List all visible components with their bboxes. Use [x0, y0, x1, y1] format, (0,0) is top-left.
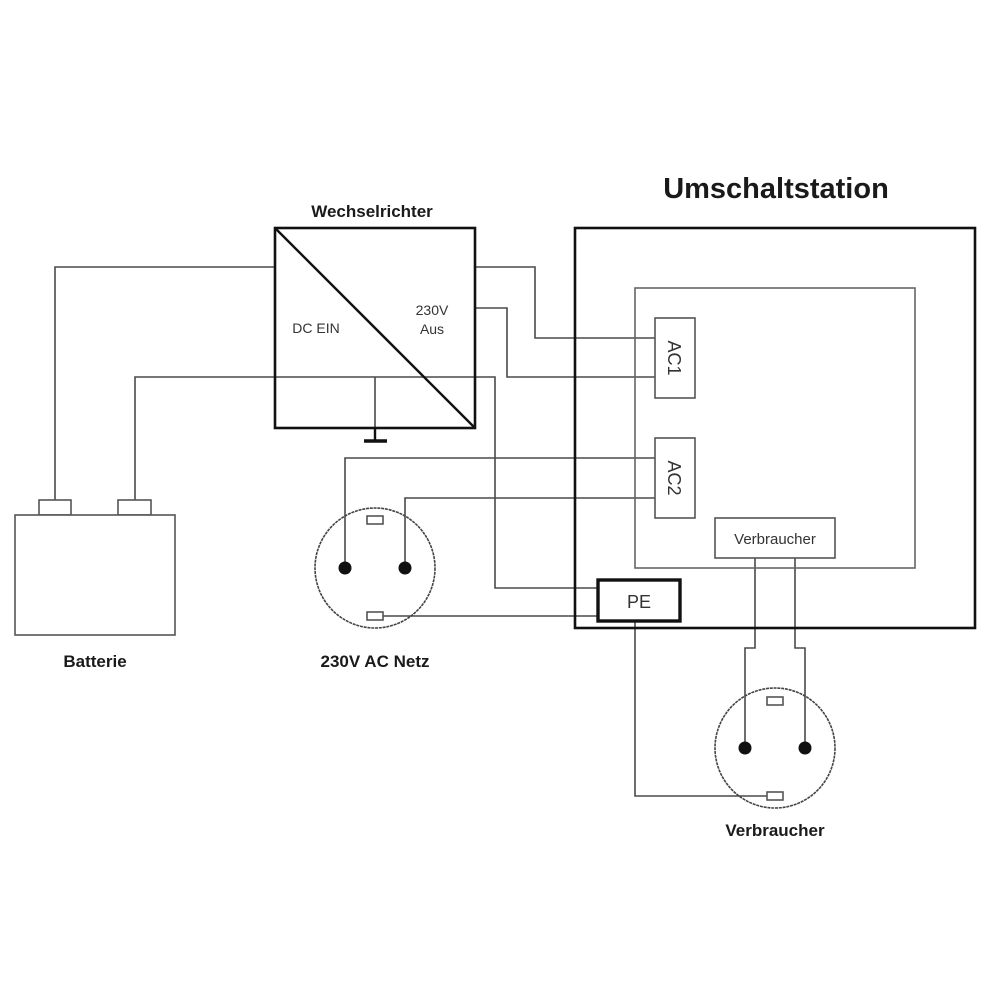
load-socket-pin-1	[738, 741, 752, 755]
load-socket-outline	[714, 687, 836, 809]
load-socket: Verbraucher	[714, 687, 836, 840]
wire-inverter-to-ac1-b	[475, 307, 655, 378]
battery: Batterie	[14, 499, 176, 671]
mains-socket-pin-2	[398, 561, 412, 575]
battery-terminal-negative	[117, 499, 152, 516]
inverter-output-label-2: Aus	[420, 321, 444, 337]
switch-station: AC1 AC2 Verbraucher PE	[573, 226, 977, 630]
inverter-label: Wechselrichter	[311, 202, 433, 221]
wire-battery-to-pe	[134, 376, 598, 589]
inverter-output-label-1: 230V	[416, 302, 449, 318]
battery-terminal-positive	[38, 499, 72, 516]
ac1-terminal	[654, 317, 696, 399]
load-socket-pin-2	[798, 741, 812, 755]
switch-station-title: Umschaltstation	[663, 173, 889, 205]
inverter-input-label: DC EIN	[292, 320, 339, 336]
battery-body	[14, 514, 176, 636]
mains-socket-label: 230V AC Netz	[321, 652, 430, 671]
ac2-terminal	[654, 437, 696, 519]
wire-mains-to-ac2-b	[404, 497, 655, 568]
wire-load-a	[744, 558, 756, 748]
mains-socket: 230V AC Netz	[314, 507, 436, 671]
wire-pe-to-load-earth	[634, 621, 769, 797]
inverter-diagonal	[274, 227, 476, 429]
wire-mains-to-ac2-a	[344, 457, 655, 568]
switch-station-outer-box	[573, 226, 977, 630]
mains-socket-outline	[314, 507, 436, 629]
pe-label: PE	[627, 592, 651, 612]
wire-load-b	[794, 558, 806, 748]
mains-socket-pin-1	[338, 561, 352, 575]
ac2-label: AC2	[664, 460, 684, 495]
load-terminal	[714, 517, 836, 559]
wire-inverter-to-ac1-a	[475, 266, 655, 339]
mains-socket-earth-top	[366, 515, 384, 525]
load-socket-earth-top	[766, 696, 784, 706]
battery-label: Batterie	[63, 652, 126, 671]
switch-station-inner-box	[634, 287, 916, 569]
wires	[54, 266, 806, 797]
load-socket-label: Verbraucher	[725, 821, 825, 840]
wire-battery-to-inverter-a	[54, 266, 275, 500]
ground-icon	[364, 428, 387, 443]
load-socket-earth-bottom	[766, 791, 784, 801]
pe-terminal	[596, 578, 682, 623]
load-terminal-label: Verbraucher	[734, 531, 816, 548]
mains-socket-earth-bottom	[366, 611, 384, 621]
inverter: Wechselrichter DC EIN 230V Aus	[273, 202, 477, 443]
ac1-label: AC1	[664, 340, 684, 375]
